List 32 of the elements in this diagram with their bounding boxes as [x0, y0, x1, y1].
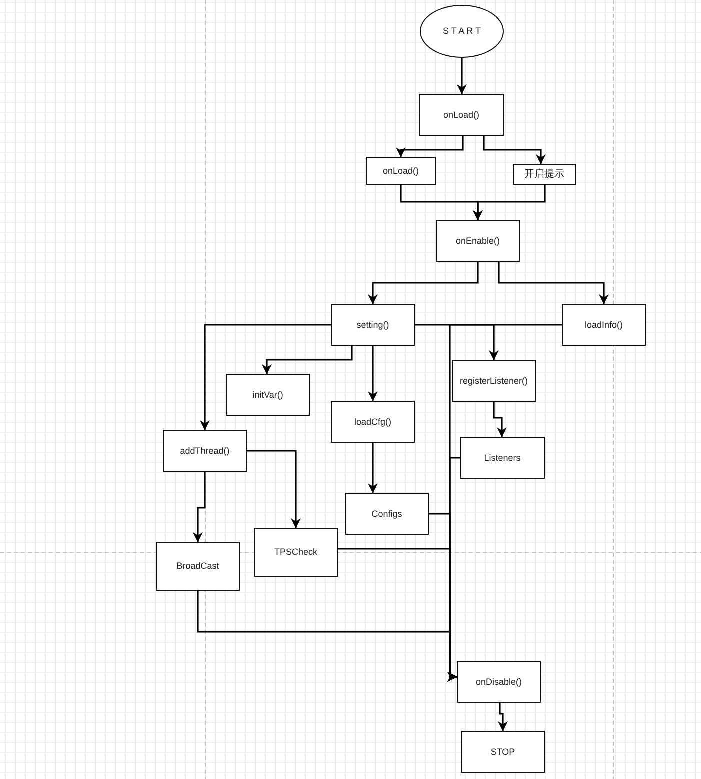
- connector-arrow: [498, 703, 508, 732]
- connector-arrow: [193, 472, 206, 542]
- process-box: BroadCast: [156, 542, 240, 591]
- connector-arrow: [493, 402, 507, 438]
- process-box: 开启提示: [513, 164, 576, 185]
- connector-arrow: [197, 591, 458, 682]
- process-box: Listeners: [460, 437, 545, 479]
- connector-arrow: [247, 450, 301, 528]
- process-box: loadInfo(): [562, 304, 646, 346]
- connector-arrow: [262, 346, 353, 374]
- process-box: registerListener(): [452, 360, 536, 402]
- process-box: onLoad(): [419, 94, 504, 136]
- connector-arrow: [200, 324, 331, 430]
- process-box: onEnable(): [436, 220, 520, 262]
- connector-arrow: [473, 185, 546, 220]
- process-box: TPSCheck: [254, 528, 338, 577]
- process-box: onLoad(): [366, 157, 436, 185]
- process-box: setting(): [331, 304, 415, 346]
- connector-arrow: [368, 262, 479, 304]
- connector-arrow: [457, 58, 467, 94]
- process-box: initVar(): [226, 374, 310, 416]
- connector-arrow: [368, 443, 378, 494]
- connector-arrow: [415, 324, 499, 360]
- process-box: loadCfg(): [331, 401, 415, 443]
- process-box: addThread(): [163, 430, 247, 472]
- process-box: Configs: [345, 493, 429, 535]
- connector-arrow: [483, 136, 546, 164]
- process-box: onDisable(): [457, 661, 541, 703]
- connector-arrow: [368, 346, 378, 402]
- connector-arrow: [396, 136, 464, 158]
- connector-arrow: [498, 262, 609, 304]
- process-box: STOP: [461, 731, 545, 773]
